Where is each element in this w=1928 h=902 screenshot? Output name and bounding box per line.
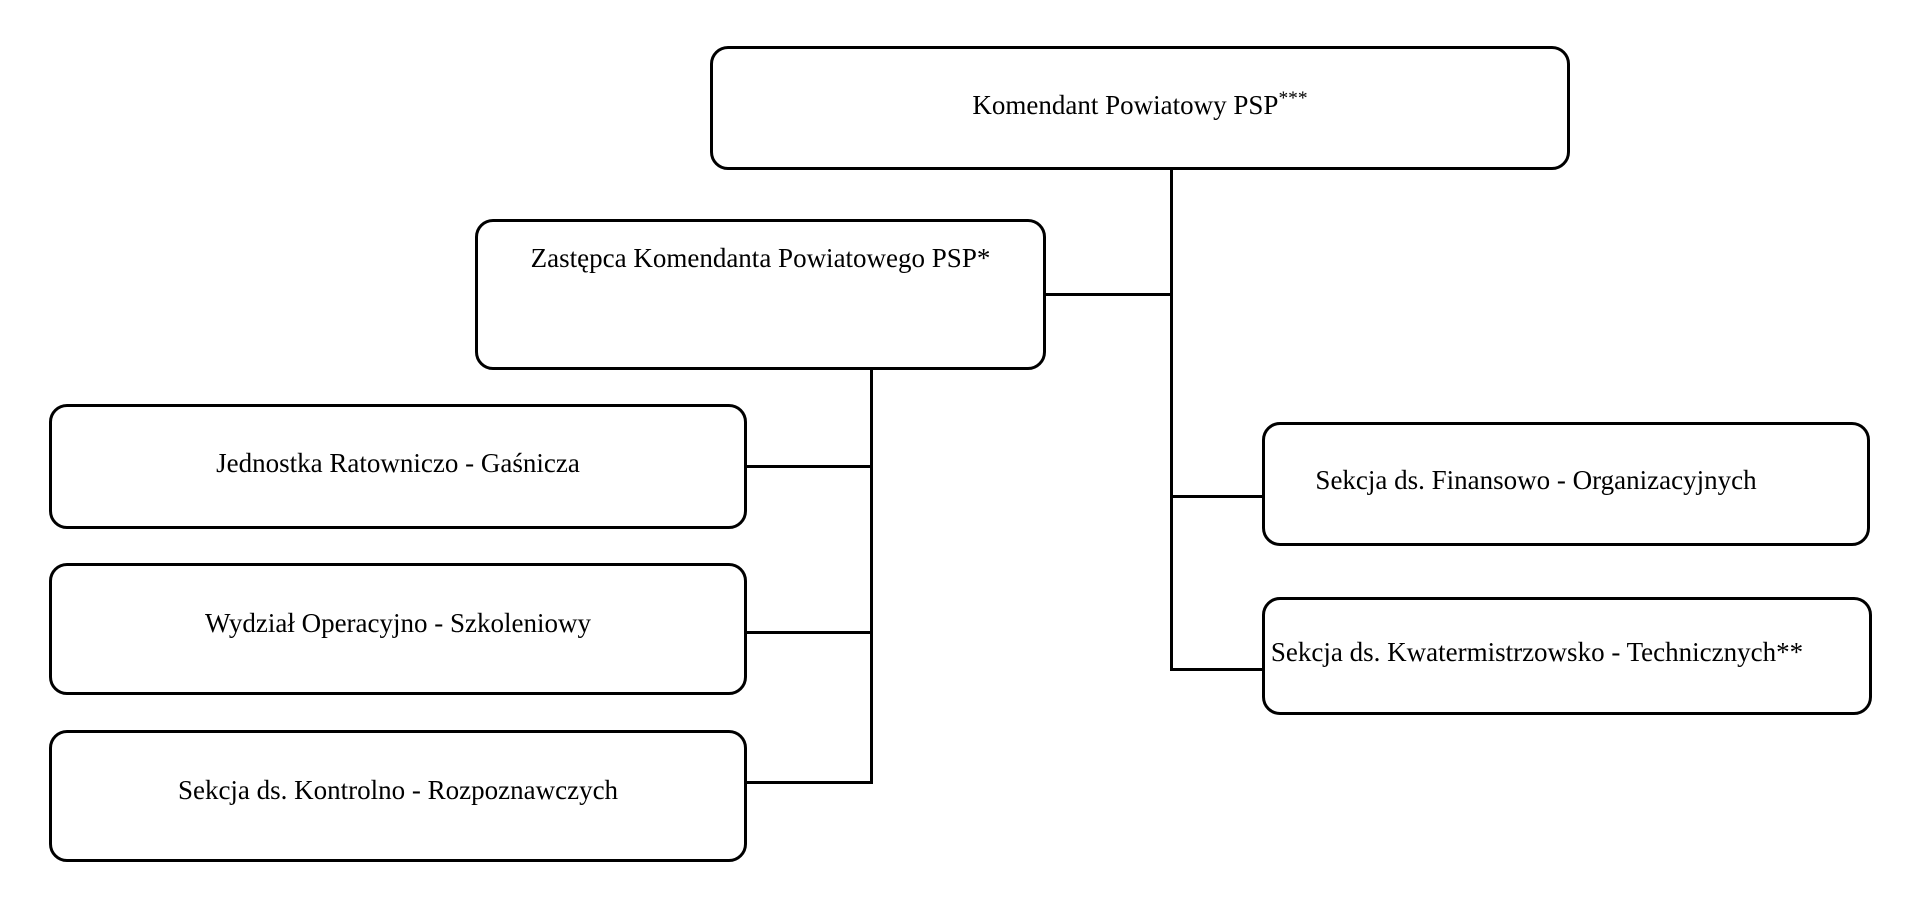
node-zastepca-komendanta: Zastępca Komendanta Powiatowego PSP* [475, 219, 1046, 370]
connector-jednostka-stub [747, 465, 871, 468]
node-sekcja-finansowo-organizacyjnych: Sekcja ds. Finansowo - Organizacyjnych [1262, 422, 1870, 546]
connector-deputy-trunk [870, 370, 873, 784]
connector-finansowo-stub [1171, 495, 1262, 498]
node-label: Sekcja ds. Finansowo - Organizacyjnych [1315, 465, 1757, 496]
node-sekcja-kwatermistrzowsko-technicznych: Sekcja ds. Kwatermistrzowsko - Techniczn… [1262, 597, 1872, 715]
node-label: Komendant Powiatowy PSP*** [972, 88, 1308, 121]
connector-deputy-stub [1046, 293, 1172, 296]
node-label: Wydział Operacyjno - Szkoleniowy [204, 608, 591, 639]
connector-kontrolno-stub [747, 781, 871, 784]
node-label: Sekcja ds. Kwatermistrzowsko - Techniczn… [1270, 637, 1804, 668]
node-label: Sekcja ds. Kontrolno - Rozpoznawczych [177, 775, 619, 806]
footnote-marker: *** [1278, 88, 1308, 110]
connector-main-trunk [1170, 170, 1173, 671]
node-label: Jednostka Ratowniczo - Gaśnicza [216, 447, 580, 478]
node-jednostka-ratowniczo-gasnicza: Jednostka Ratowniczo - Gaśnicza [49, 404, 747, 529]
connector-wydzial-stub [747, 631, 871, 634]
node-wydzial-operacyjno-szkoleniowy: Wydział Operacyjno - Szkoleniowy [49, 563, 747, 695]
node-sekcja-kontrolno-rozpoznawczych: Sekcja ds. Kontrolno - Rozpoznawczych [49, 730, 747, 862]
connector-kwatermistrz-stub [1171, 668, 1262, 671]
node-label: Zastępca Komendanta Powiatowego PSP* [530, 243, 991, 273]
node-komendant-powiatowy: Komendant Powiatowy PSP*** [710, 46, 1570, 170]
